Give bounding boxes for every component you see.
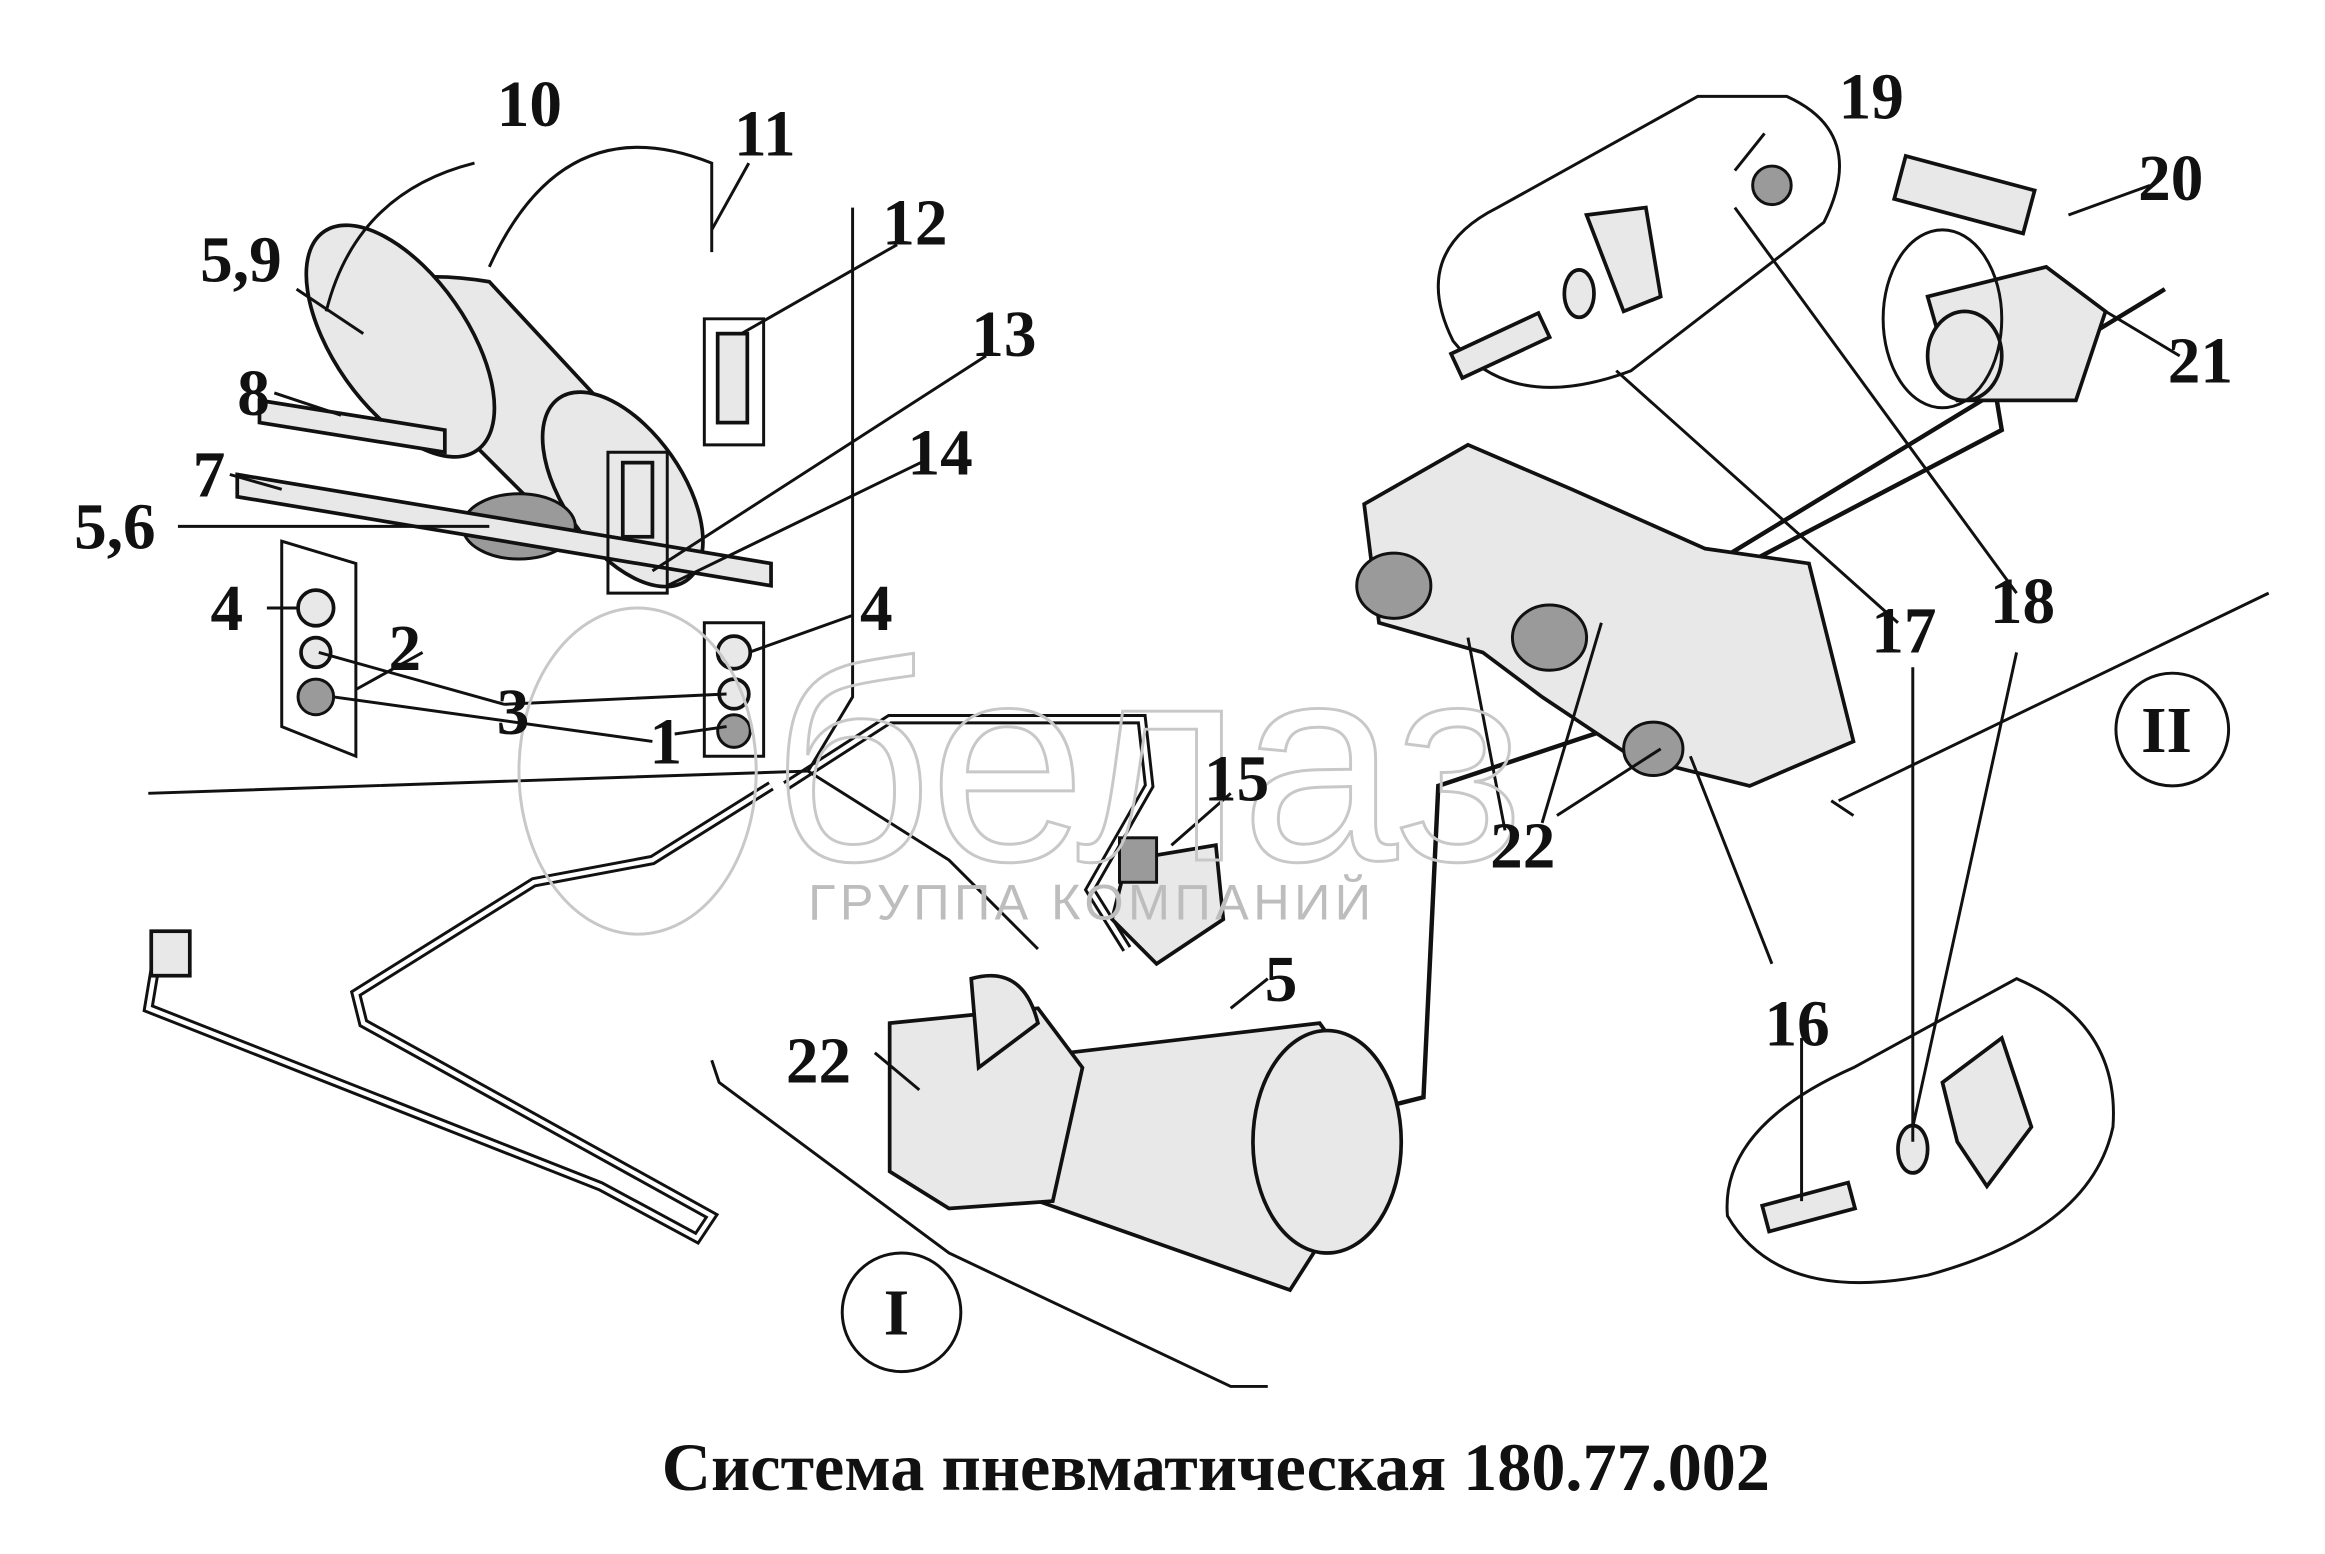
svg-text:белаз: белаз (771, 605, 1524, 920)
callout-5: 5 (1265, 944, 1298, 1016)
compressor-assembly-right (1355, 153, 2108, 788)
leader-lines (177, 132, 2181, 1202)
callout-5-6: 5,6 (74, 492, 156, 564)
callout-13: 13 (971, 299, 1036, 371)
callout-15: 15 (1204, 744, 1269, 816)
callout-11: 11 (734, 99, 796, 171)
compressor-and-tank-lower (887, 836, 1404, 1293)
detail-inset-upper (1436, 94, 1841, 389)
callout-17: 17 (1871, 595, 1936, 667)
callout-14: 14 (907, 418, 972, 490)
detail-inset-lower (1725, 977, 2115, 1285)
callout-8: 8 (237, 358, 270, 430)
view-marker-2 (2114, 671, 2231, 788)
callout-22-lower: 22 (786, 1025, 851, 1097)
callout-22-upper: 22 (1490, 810, 1555, 882)
fastener-group-left (280, 317, 766, 759)
callout-16: 16 (1765, 988, 1830, 1060)
view-bracket-1 (710, 1059, 1268, 1388)
callout-21: 21 (2168, 326, 2233, 398)
callout-20: 20 (2138, 143, 2203, 215)
diagram-title: Система пневматическая 180.77.002 (662, 1429, 1770, 1505)
callout-4-right: 4 (860, 573, 893, 645)
callout-2: 2 (388, 613, 421, 685)
callout-1: 1 (649, 707, 682, 779)
view-label-1: I (884, 1278, 909, 1350)
view-marker-1 (840, 1251, 963, 1374)
callout-10: 10 (497, 69, 562, 141)
view-label-2: II (2141, 695, 2192, 767)
callout-5-9: 5,9 (200, 225, 282, 297)
watermark-logo: белаз ГРУППА КОМПАНИЙ (517, 604, 1525, 936)
callout-3: 3 (497, 677, 530, 749)
callout-4-left: 4 (211, 573, 244, 645)
callout-7: 7 (193, 440, 226, 512)
watermark-subtitle: ГРУППА КОМПАНИЙ (808, 873, 1375, 930)
view-bracket-2 (1830, 591, 2270, 817)
callout-12: 12 (882, 188, 947, 260)
callout-18: 18 (1990, 566, 2055, 638)
callout-19: 19 (1839, 62, 1904, 134)
